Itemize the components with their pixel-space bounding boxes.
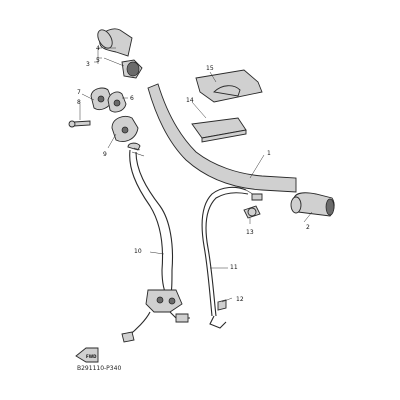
throttle-grip (97, 28, 143, 79)
callout-13: 13 (246, 229, 254, 236)
throttle-housing-parts (68, 87, 141, 151)
callout-1: 1 (267, 150, 271, 157)
callout-2: 2 (306, 224, 310, 231)
reference-code: B291110-P340 (77, 365, 122, 372)
callout-3: 3 (86, 61, 90, 68)
fwd-label: FWD (86, 354, 97, 359)
callout-9: 9 (103, 151, 107, 158)
front-direction-arrow: FWD (75, 347, 99, 363)
callout-11: 11 (230, 264, 238, 271)
callout-12: 12 (236, 296, 244, 303)
handlebar-pad (191, 69, 263, 143)
right-grip (290, 192, 335, 217)
callout-5: 5 (96, 57, 100, 64)
callout-8: 8 (77, 99, 81, 106)
callout-4: 4 (96, 45, 100, 52)
leader-lines (79, 47, 313, 303)
callout-15: 15 (206, 65, 214, 72)
callout-7: 7 (77, 89, 81, 96)
callout-6: 6 (130, 95, 134, 102)
clutch-cable (201, 186, 263, 329)
callout-10: 10 (134, 248, 142, 255)
callout-14: 14 (186, 97, 194, 104)
throttle-cables (121, 147, 190, 343)
handlebar (147, 83, 297, 193)
cable-adjuster (243, 205, 261, 219)
